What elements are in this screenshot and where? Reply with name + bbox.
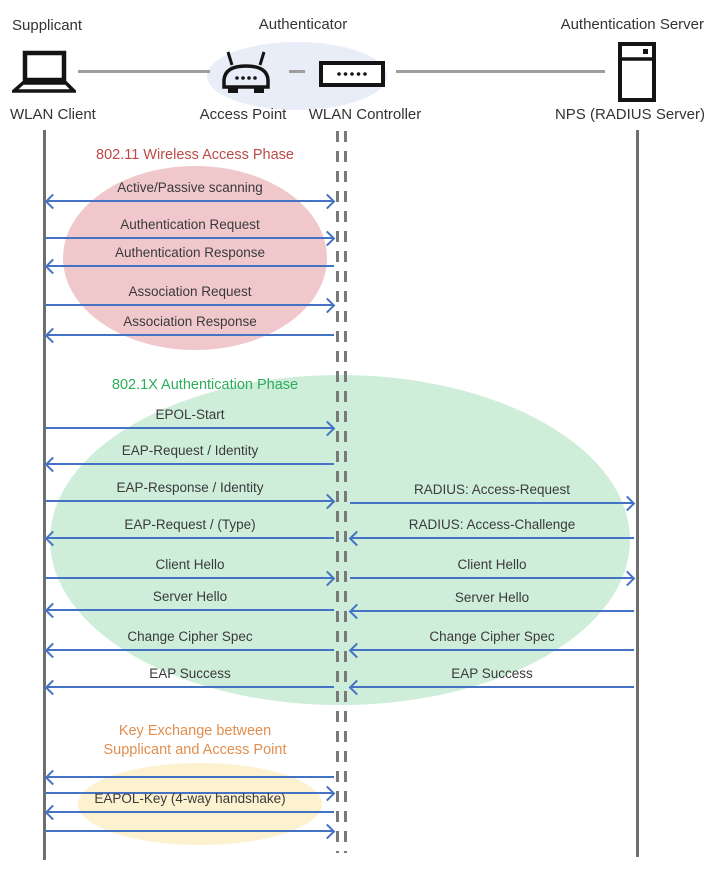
role-label-supplicant: Supplicant [12, 17, 83, 34]
message-label: EAP-Response / Identity [116, 480, 264, 495]
role-label-auth-server: Authentication Server [560, 16, 704, 33]
wlan-controller-icon [319, 61, 385, 92]
message-arrow [46, 792, 334, 794]
message-arrow [46, 427, 334, 429]
message-arrow [46, 334, 334, 336]
message-arrow [46, 830, 334, 832]
lifeline-auth-server [636, 130, 639, 857]
message-arrow [46, 237, 334, 239]
server-icon [618, 42, 656, 107]
device-label-access-point: Access Point [199, 106, 287, 123]
message-label: Client Hello [457, 557, 527, 572]
message-label: Authentication Response [114, 245, 266, 260]
message-label: EAP-Request / Identity [121, 443, 259, 458]
message-label: EPOL-Start [155, 407, 225, 422]
message-label: RADIUS: Access-Challenge [408, 517, 576, 532]
message-arrow [350, 686, 634, 688]
message-arrow [46, 609, 334, 611]
lifeline-supplicant [43, 130, 46, 860]
device-label-wlan-client: WLAN Client [10, 106, 96, 123]
message-label: Change Cipher Spec [429, 629, 555, 644]
message-label: Association Response [123, 314, 257, 329]
message-arrow [46, 811, 334, 813]
message-label: Authentication Request [120, 217, 260, 232]
message-label: EAP-Request / (Type) [124, 517, 256, 532]
message-arrow [46, 463, 334, 465]
message-arrow [350, 610, 634, 612]
message-label: Server Hello [454, 590, 530, 605]
message-label: Server Hello [152, 589, 228, 604]
message-arrow [350, 537, 634, 539]
wireless-phase-ellipse [63, 166, 327, 350]
phase-title-key-exchange: Key Exchange between Supplicant and Acce… [103, 723, 287, 758]
arrowhead-right-icon [319, 823, 336, 840]
message-arrow [46, 649, 334, 651]
message-arrow [350, 649, 634, 651]
message-arrow [46, 200, 334, 202]
access-point-icon [217, 50, 275, 101]
message-arrow [350, 577, 634, 579]
message-arrow [46, 304, 334, 306]
message-label: RADIUS: Access-Request [413, 482, 571, 497]
message-arrow [46, 577, 334, 579]
connector-line [78, 70, 210, 73]
message-arrow [46, 686, 334, 688]
connector-line [396, 70, 605, 73]
message-label: Association Request [128, 284, 252, 299]
arrowhead-left-icon [44, 769, 61, 786]
role-label-authenticator: Authenticator [258, 16, 348, 33]
message-arrow [46, 776, 334, 778]
phase-title-802-1x: 802.1X Authentication Phase [111, 377, 299, 393]
laptop-icon [9, 50, 79, 99]
message-label: Active/Passive scanning [117, 180, 263, 195]
lifeline-authenticator-dashed [344, 131, 347, 853]
message-label: Change Cipher Spec [127, 629, 253, 644]
message-label: EAP Success [451, 666, 533, 681]
message-arrow [46, 500, 334, 502]
connector-line [289, 70, 305, 73]
lifeline-authenticator-dashed [336, 131, 339, 853]
device-label-nps: NPS (RADIUS Server) [554, 106, 705, 123]
message-label: Client Hello [155, 557, 225, 572]
message-label: EAPOL-Key (4-way handshake) [94, 791, 286, 806]
device-label-wlan-controller: WLAN Controller [308, 106, 422, 123]
message-arrow [46, 537, 334, 539]
phase-title-802-11-wireless: 802.11 Wireless Access Phase [96, 147, 294, 163]
message-arrow [46, 265, 334, 267]
message-label: EAP Success [149, 666, 231, 681]
message-arrow [350, 502, 634, 504]
